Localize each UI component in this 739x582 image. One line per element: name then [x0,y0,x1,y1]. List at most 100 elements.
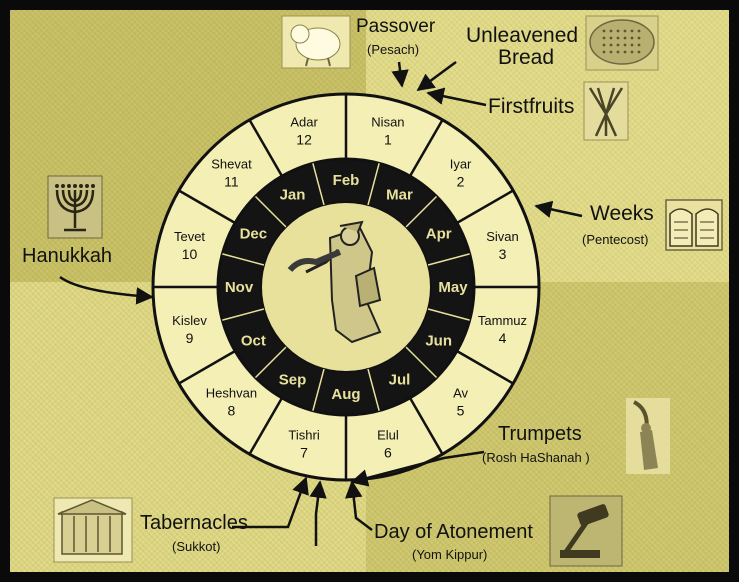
gregorian-ring-divider [254,346,287,379]
matzah-dot [616,36,620,40]
gregorian-month-label: May [438,279,468,296]
matzah-dot [602,43,606,47]
matzah-dot [609,36,613,40]
hebrew-month-number: 6 [384,444,392,460]
matzah-dot [602,50,606,54]
hebrew-month-number: 3 [499,246,507,262]
matzah-dot [637,36,641,40]
tabernacles-label: Tabernacles [140,512,248,534]
passover-label: Passover [356,16,436,37]
gregorian-ring-dividers [222,163,470,411]
hebrew-month-name: Shevat [211,156,252,171]
gregorian-month-label: Sep [279,372,307,389]
matzah-dot [637,29,641,33]
gregorian-month-label: Jul [389,372,411,389]
matzah-dot [616,50,620,54]
gregorian-month-label: Dec [240,226,268,243]
matzah-dot [616,43,620,47]
gregorian-ring-divider [405,195,438,228]
matzah-dot [630,43,634,47]
hanukkah-arrow [59,275,154,305]
hebrew-ring-divider [178,349,236,385]
matzah-dot [637,43,641,47]
atonement-label: Day of Atonement [374,521,533,543]
unleavened-bread-label-line2: Bread [498,46,554,69]
hebrew-ring-divider [456,349,514,385]
hebrew-month-name: Iyar [450,156,472,171]
weeks-label: Weeks [590,202,654,225]
atonement-arrow-b [345,480,373,531]
arrows [59,60,583,546]
hebrew-month-number: 4 [499,330,507,346]
hebrew-ring-divider [408,397,444,455]
hebrew-month-name: Elul [377,427,399,442]
matzah-dot [602,36,606,40]
hebrew-ring-divider [408,119,444,177]
shofar-icon [626,398,670,474]
matzah-dot [616,29,620,33]
gregorian-ring-divider [405,346,438,379]
hebrew-month-number: 2 [457,173,465,189]
hebrew-month-number: 9 [186,330,194,346]
gregorian-month-label: Mar [386,186,413,203]
hebrew-month-name: Adar [290,115,318,130]
gregorian-ring-divider [312,368,325,411]
hebrew-ring-divider [178,189,236,225]
gregorian-ring-divider [367,163,380,206]
matzah-dot [609,29,613,33]
gregorian-month-label: Nov [225,279,254,296]
tabernacle-icon [53,497,133,563]
weeks-sublabel: (Pentecost) [582,232,648,247]
passover-arrow [391,61,409,88]
menorah-icon [47,175,103,239]
hebrew-month-number: 5 [457,403,465,419]
hebrew-month-name: Kislev [172,313,207,328]
gregorian-ring-divider [254,195,287,228]
gregorian-month-label: Apr [426,226,452,243]
unleavened-arrow [416,60,457,92]
gregorian-ring-divider [312,163,325,206]
matzah-dot [630,36,634,40]
unleavened-bread-label-line1: Unleavened [466,24,578,47]
matzah-dot [623,29,627,33]
gregorian-ring-divider [367,368,380,411]
hebrew-month-number: 8 [228,403,236,419]
gregorian-month-label: Aug [331,386,360,403]
hebrew-month-number: 11 [224,173,239,189]
tabernacles-sublabel: (Sukkot) [172,539,220,554]
matzah-dot [609,50,613,54]
atonement-sublabel: (Yom Kippur) [412,547,487,562]
hebrew-month-number: 1 [384,132,392,148]
gregorian-month-label: Jan [280,186,306,203]
gregorian-ring-divider [427,308,470,321]
torah-tablets-icon [665,199,723,251]
priest-icon [287,220,382,344]
gregorian-month-label: Oct [241,333,266,350]
calendar-wheel: Nisan1Iyar2Sivan3Tammuz4Av5Elul6Tishri7H… [151,92,541,482]
feast-labels: Passover (Pesach) Unleavened Bread First… [22,16,654,562]
hanukkah-label: Hanukkah [22,245,112,267]
gregorian-month-label: Jun [425,333,452,350]
matzah-dot [637,50,641,54]
matzah-dot [609,43,613,47]
passover-sublabel: (Pesach) [367,42,419,57]
hebrew-ring-dividers [153,94,539,480]
matzah-dot [623,36,627,40]
hebrew-month-name: Nisan [371,115,404,130]
matzah-dot [623,43,627,47]
hebrew-month-name: Tammuz [478,313,527,328]
matzah-icon [585,15,659,71]
hebrew-month-name: Av [453,386,468,401]
atonement-arrow-a [309,480,327,546]
matzah-dot [630,29,634,33]
tabernacles-arrow [232,476,309,529]
hebrew-ring-divider [248,397,284,455]
trumpets-label: Trumpets [498,423,582,445]
hebrew-month-number: 10 [182,246,198,262]
gregorian-ring-divider [222,308,265,321]
hebrew-month-number: 7 [300,444,308,460]
hebrew-ring-divider [456,189,514,225]
gavel-icon [549,495,623,567]
